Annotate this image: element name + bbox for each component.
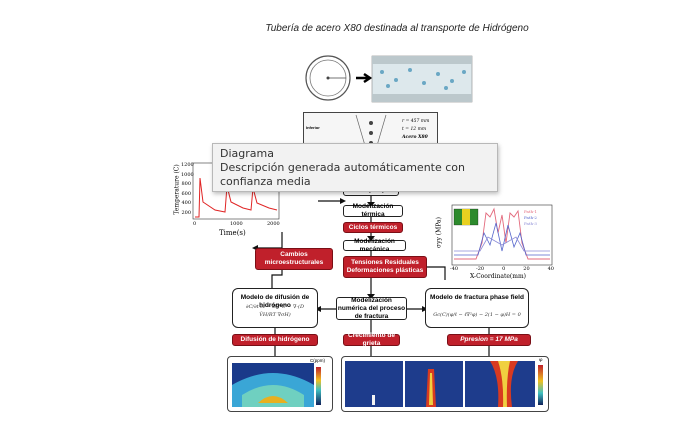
pressure-box: Ppresion = 17 MPa [447, 334, 531, 346]
phase-field-label: φ [539, 357, 543, 363]
legend-path-3: Path-3 [524, 221, 537, 226]
hydrogen-diffusion-model-box: Modelo de difusión de hidrógeno ∂C/∂t ∂t… [232, 288, 318, 328]
arrow-icon [356, 72, 373, 84]
temperature-curve [195, 177, 278, 218]
residual-stress-box: Tensiones Residuales Deformaciones plást… [343, 256, 427, 278]
tooltip-heading: Diagrama [220, 147, 274, 160]
numerical-model-box: Modelización numérica del proceso de fra… [336, 296, 407, 320]
stress-ylabel: σyy (MPa) [435, 217, 443, 248]
stress-legend: Path-1 Path-2 Path-3 [524, 209, 537, 227]
phase-field-equation: Gc(C)(φ/ℓ − ℓ∇²φ) − 2(1 − φ)H = 0 [433, 312, 521, 318]
pipe-cross-section [305, 55, 351, 101]
thermal-cycles-box: Ciclos térmicos [343, 222, 403, 233]
pipe-graphic [305, 55, 473, 103]
crack-contour-svg [345, 361, 543, 407]
thermal-model-box: Modelización térmica [343, 203, 403, 218]
microstructure-changes-box: Cambios microestructurales [255, 248, 333, 270]
prop-material: Acero X80 [402, 135, 428, 140]
legend-path-2: Path-2 [524, 215, 537, 220]
concentration-label: C(ppm) [310, 358, 326, 363]
mechanical-model-box: Modelización mecánica [343, 238, 406, 253]
hydrogen-contour-svg [232, 363, 321, 407]
image-alt-tooltip: Diagrama Descripción generada automática… [212, 143, 498, 192]
crack-growth-box: Crecimiento de grieta [343, 332, 400, 347]
hydrogen-diffusion-box: Difusión de hidrógeno [232, 334, 318, 346]
stress-plot-svg [451, 204, 553, 266]
phase-field-model-box: Modelo de fractura phase field Gc(C)(φ/ℓ… [425, 288, 529, 328]
hydrogen-equation: ∂C/∂t ∂t = D∇²C − ∇·(D V̄H/RT ∇σH) [246, 304, 304, 318]
stress-xlabel: X-Coordinate(mm) [470, 273, 526, 280]
diagram-title: Tubería de acero X80 destinada al transp… [265, 23, 529, 34]
crack-contour-panel: φ [341, 356, 549, 412]
prop-thickness: t = 12 mm [402, 127, 427, 132]
hydrogen-contour-panel: C(ppm) [227, 356, 333, 412]
row-label-inferior: Inferior [306, 125, 320, 130]
pipe-wall-molecules [371, 55, 473, 103]
thermal-xtick-1: 1000 [230, 221, 243, 227]
tooltip-description: Descripción generada automáticamente con… [220, 161, 466, 188]
phase-field-model-title: Modelo de fractura phase field [430, 294, 524, 301]
thermal-xtick-0: 0 [193, 221, 197, 227]
thermal-ylabel: Temperature (C) [173, 164, 181, 215]
legend-path-1: Path-1 [524, 209, 537, 214]
hydrogen-model-title: Modelo de difusión de hidrógeno [240, 294, 310, 309]
prop-radius: r = 457 mm [402, 119, 430, 124]
thermal-xtick-2: 2000 [267, 221, 280, 227]
thermal-xlabel: Time(s) [219, 229, 246, 237]
